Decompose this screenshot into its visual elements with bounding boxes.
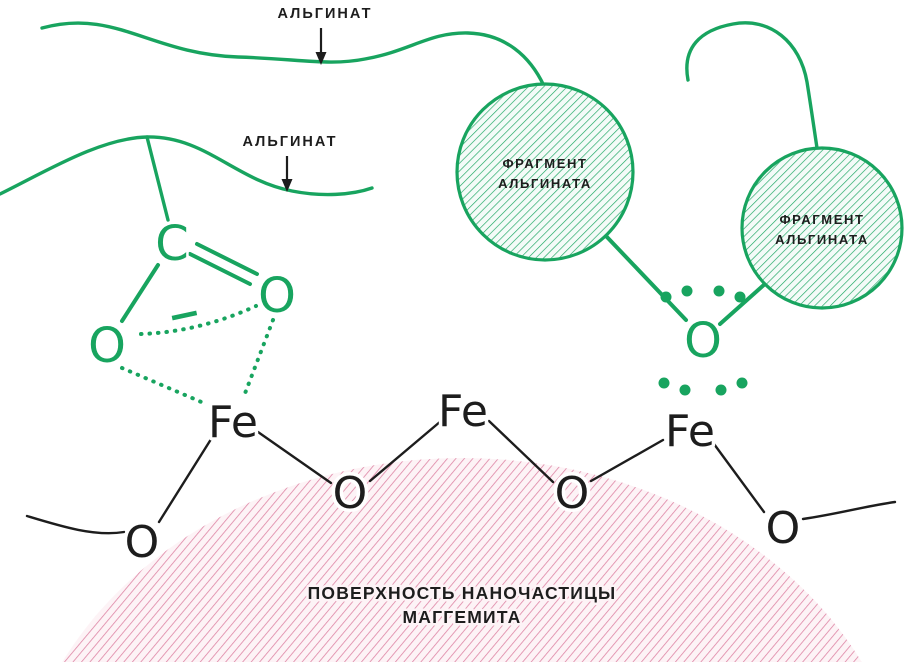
bond-oleft-edge [25,514,126,535]
surface-caption: ПОВЕРХНОСТЬ НАНОЧАСТИЦЫ МАГГЕМИТА [305,581,618,630]
surface-atoms: Fe Fe Fe O O O O [121,383,804,572]
alginate-label-mid: АЛЬГИНАТ [243,134,338,150]
lone-pair-dot [681,285,693,297]
alginate-label-top: АЛЬГИНАТ [278,6,373,22]
fragment-circle-2 [740,146,904,310]
carboxylate-group: C O O − [86,214,298,406]
alginate-chain-top [40,21,546,88]
nanoparticle-surface [62,458,862,662]
fe-o-bonds [25,419,897,535]
oxygen-atom-bridge-1: O [333,468,368,519]
iron-atom-1: Fe [208,397,258,448]
fragment-circles: ФРАГМЕНТ АЛЬГИНАТА ФРАГМЕНТ АЛЬГИНАТА [455,82,904,326]
fragment2-label-line2: АЛЬГИНАТА [775,232,869,247]
c-o-double-bond-line1 [188,252,252,286]
iron-atom-2: Fe [438,386,488,437]
lone-pair-dot [658,377,670,389]
surface-label-line2: МАГГЕМИТА [403,607,522,627]
down-arrow-tip-icon [315,52,327,65]
carboxylate-oxygen-right: O [258,268,296,324]
c-o-single-bond [120,263,160,323]
negative-charge-symbol: − [163,289,205,341]
fragment1-to-oxygen-bond [604,234,688,322]
bond-fe3-oright [712,442,766,514]
lone-pair-dot [715,384,727,396]
lone-pair-dot [660,291,672,303]
alginate-callouts: АЛЬГИНАТ АЛЬГИНАТ [243,6,373,192]
lone-pair-dot [736,377,748,389]
bond-o-fe2 [368,419,443,483]
down-arrow-tip-icon [281,179,293,192]
fragment1-label-line1: ФРАГМЕНТ [502,156,587,171]
bond-fe1-oleft [157,434,215,524]
fragment-circle-1 [455,82,635,262]
lone-pair-dot [734,291,746,303]
bond-o-fe3 [589,438,665,483]
carboxylate-oxygen-left: O [88,318,126,374]
alginate-chain-topright [685,21,819,150]
oxygen-atom-bridge-2: O [555,468,590,519]
coordination-bond-right [242,318,275,398]
oxygen-atom-left: O [125,517,160,568]
lone-pair-dot [679,384,691,396]
c-o-double-bond-line2 [195,242,259,276]
coordination-bond-left [120,366,208,406]
alginate-chains [0,21,819,222]
alginate-chain-mid [0,135,374,197]
fragment2-label-line1: ФРАГМЕНТ [779,212,864,227]
fragment1-label-line2: АЛЬГИНАТА [498,176,592,191]
iron-atom-3: Fe [665,406,715,457]
surface-label-line1: ПОВЕРХНОСТЬ НАНОЧАСТИЦЫ [308,583,617,603]
oxygen-atom-right: O [766,503,801,554]
lone-pair-dot [713,285,725,297]
bond-fe2-o [487,419,555,484]
coordinating-oxygen: O [684,313,722,369]
chain-to-carbon-bond [145,135,170,222]
bond-oright-edge [801,500,897,521]
resonance-arc [139,304,258,336]
fragment2-to-oxygen-bond [718,281,768,326]
bond-fe1-o [256,430,333,485]
coordinating-oxygen-group: O [658,285,748,396]
carboxylate-carbon: C [155,216,189,272]
